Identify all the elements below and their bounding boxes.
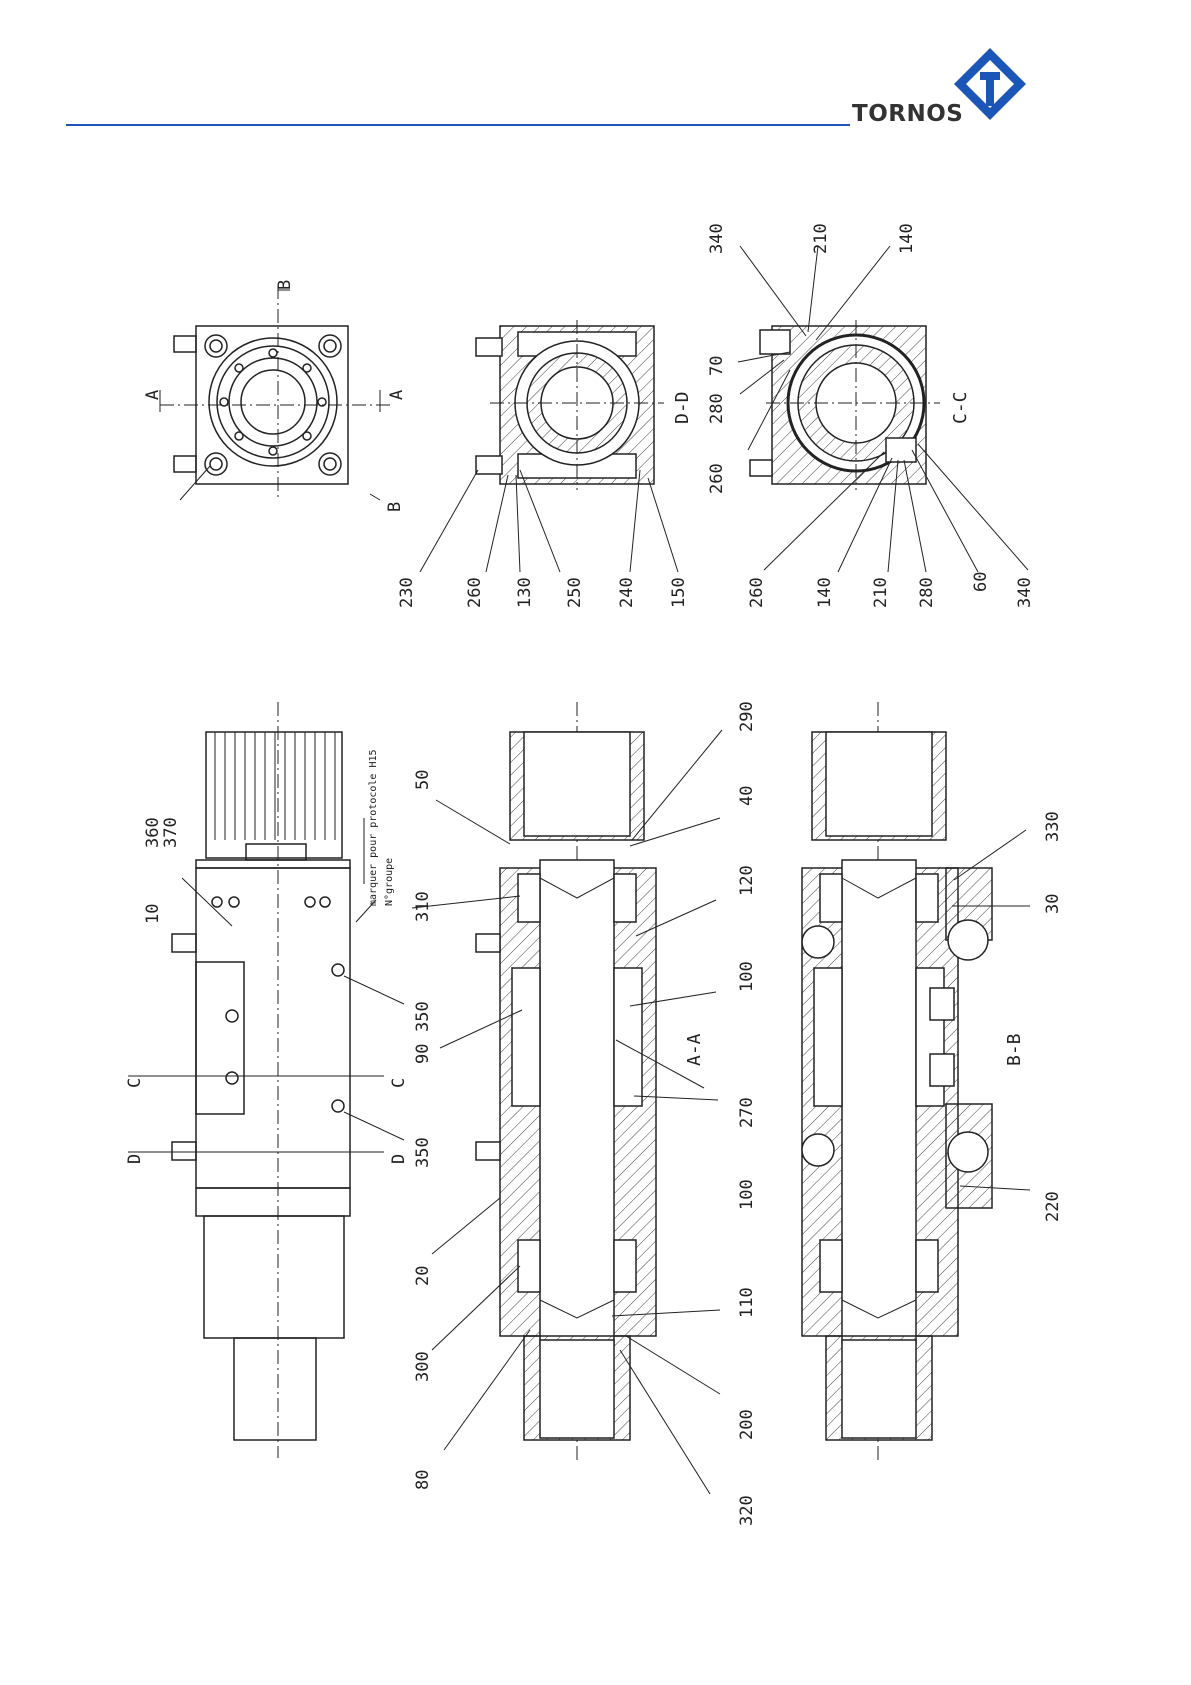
callout-260: 260: [465, 577, 485, 608]
callout-20: 20: [413, 1266, 433, 1286]
callout-330: 330: [1043, 811, 1063, 842]
callout-260: 260: [747, 577, 767, 608]
callout-210: 210: [871, 577, 891, 608]
callout-100: 100: [737, 1179, 757, 1210]
section-title: A-A: [684, 1033, 705, 1066]
callout-360: 360: [143, 817, 163, 848]
callout-200: 200: [737, 1409, 757, 1440]
section-title: B-B: [1004, 1033, 1025, 1066]
callout-250: 250: [565, 577, 585, 608]
callout-300: 300: [413, 1351, 433, 1382]
callout-140: 140: [815, 577, 835, 608]
top-view-section-marks: A A B B: [143, 280, 407, 512]
callout-350: 350: [413, 1001, 433, 1032]
section-cc: [738, 246, 1028, 572]
callout-370: 370: [161, 817, 181, 848]
callout-270: 270: [737, 1097, 757, 1128]
callout-80: 80: [413, 1470, 433, 1490]
callout-110: 110: [737, 1287, 757, 1318]
section-mark: B: [275, 280, 295, 290]
callout-40: 40: [737, 786, 757, 806]
callout-130: 130: [515, 577, 535, 608]
callout-320: 320: [737, 1495, 757, 1526]
callout-310: 310: [413, 891, 433, 922]
top-view: [160, 285, 390, 500]
callout-340: 340: [707, 223, 727, 254]
section-mark: A: [387, 390, 407, 400]
callout-230: 230: [397, 577, 417, 608]
callout-120: 120: [737, 865, 757, 896]
section-mark: A: [143, 390, 163, 400]
section-bb-labels: B-B 330 30 220: [1004, 811, 1063, 1222]
section-title: C-C: [950, 391, 971, 424]
note-protocol: marquer pour protocole H15: [368, 749, 379, 906]
section-mark: B: [385, 502, 405, 512]
section-aa: [412, 702, 722, 1494]
section-bb: [802, 702, 1030, 1462]
callout-280: 280: [917, 577, 937, 608]
callout-220: 220: [1043, 1191, 1063, 1222]
callout-100: 100: [737, 961, 757, 992]
callout-340: 340: [1015, 577, 1035, 608]
callout-350: 350: [413, 1137, 433, 1168]
callout-50: 50: [413, 770, 433, 790]
side-view-labels: 360 370 10 350 350 C C D D marquer pour …: [125, 749, 433, 1168]
section-mark: D: [389, 1154, 409, 1164]
callout-280: 280: [707, 393, 727, 424]
callout-150: 150: [669, 577, 689, 608]
callout-30: 30: [1043, 894, 1063, 914]
callout-240: 240: [617, 577, 637, 608]
section-mark: C: [125, 1078, 145, 1088]
callout-260: 260: [707, 463, 727, 494]
callout-90: 90: [413, 1044, 433, 1064]
callout-60: 60: [971, 572, 991, 592]
callout-10: 10: [143, 904, 163, 924]
callout-290: 290: [737, 701, 757, 732]
callout-140: 140: [897, 223, 917, 254]
side-view: [128, 702, 404, 1458]
section-mark: C: [389, 1078, 409, 1088]
section-title: D-D: [672, 391, 693, 424]
section-dd: [420, 320, 678, 572]
callout-70: 70: [707, 356, 727, 376]
callout-210: 210: [811, 223, 831, 254]
note-group: N°groupe: [384, 858, 395, 906]
section-mark: D: [125, 1154, 145, 1164]
